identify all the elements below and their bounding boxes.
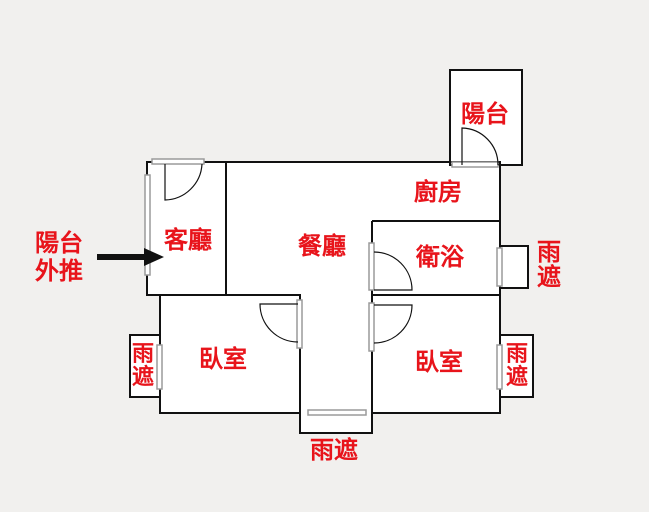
living-room-window: [144, 174, 151, 276]
bedroom-right-label: 臥室: [415, 348, 463, 376]
left-awning-wall: [129, 334, 160, 398]
right-awning-label: 雨遮: [505, 342, 528, 391]
bath-awning-wall: [500, 245, 529, 289]
push-out-note-line2: 外推: [35, 256, 83, 285]
left-bedroom-window: [156, 344, 163, 390]
balcony-door-frame: [451, 161, 499, 168]
bedroom-left-label: 臥室: [199, 345, 247, 373]
bottom-awning-wall: [299, 413, 373, 434]
floor-fill: [130, 70, 533, 433]
bottom-awning-label: 雨遮: [310, 436, 358, 464]
living-room-door: [164, 163, 203, 201]
balcony-door: [461, 127, 499, 166]
kitchen-label: 廚房: [414, 178, 462, 206]
right-bedroom-door: [373, 304, 413, 344]
living-room-top-window: [151, 158, 205, 165]
living-room-label: 客廳: [164, 226, 212, 254]
left-bedroom-door: [259, 303, 299, 343]
dining-room-label: 餐廳: [298, 232, 346, 260]
windows: [144, 158, 503, 416]
bath-awning-label: 雨遮: [537, 238, 561, 292]
bath-door: [373, 251, 413, 291]
bathroom-label: 衛浴: [416, 243, 464, 271]
bath-door-post: [368, 242, 375, 291]
right-bedroom-window: [496, 344, 503, 390]
left-awning-label: 雨遮: [131, 342, 154, 391]
right-awning-wall: [500, 334, 534, 398]
dining-bedroom-door-post: [296, 299, 303, 349]
push-out-note-line1: 陽台: [35, 229, 83, 257]
push-out-note: 陽台 外推: [35, 229, 83, 285]
doors: [164, 127, 499, 344]
bottom-window: [307, 409, 367, 416]
right-bedroom-door-post: [368, 302, 375, 352]
push-out-arrow: [97, 248, 164, 266]
balcony-label: 陽台: [461, 100, 509, 128]
bath-window: [496, 247, 503, 287]
